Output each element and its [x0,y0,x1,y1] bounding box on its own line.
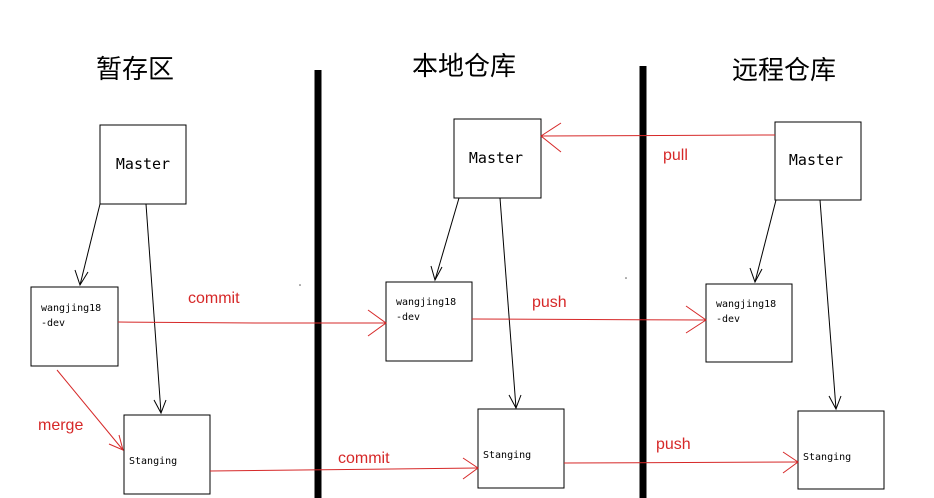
remote-master-box [774,121,862,201]
local-stanging-label: Stanging [483,450,531,461]
staging-master-to-branch-arrow [79,203,101,286]
remote-master-label: Master [789,151,843,169]
remote-stanging-label: Stanging [803,452,851,463]
staging-stanging-box [123,414,211,495]
merge-label: merge [38,417,83,434]
header-remote-repo: 远程仓库 [732,56,836,86]
push-top-label: push [532,294,567,311]
arrowhead [685,305,707,334]
arrowhead [367,309,387,337]
arrowhead [508,394,522,410]
staging-branch-box [30,286,119,367]
arrowhead [828,395,842,411]
staging-master-to-stanging-arrow [145,203,162,414]
header-staging-area: 暂存区 [96,55,174,85]
commit-top-label: commit [188,290,240,307]
arrowhead [74,269,89,287]
remote-branch-box [705,283,793,363]
arrowhead [462,457,479,480]
header-local-repo: 本地仓库 [412,52,516,82]
local-branch-label-line2: -dev [396,312,420,323]
push-bottom-label: push [656,436,691,453]
staging-column: Master wangjing18 -dev Stanging merge [30,124,211,495]
local-master-box [453,118,542,199]
local-branch-box [385,281,473,362]
pull-arrow [540,134,776,137]
local-stanging-box [477,408,565,489]
local-master-label: Master [469,149,523,167]
arrowhead [782,451,799,474]
local-master-to-branch-arrow [434,197,460,281]
staging-branch-label-line2: -dev [41,318,65,329]
arrowhead [108,434,124,451]
stray-dot [299,284,301,286]
commit-top-arrow [117,321,386,324]
arrowhead [540,122,562,153]
local-column: Master wangjing18 -dev Stanging [385,118,565,489]
commit-bottom-arrow [209,467,479,472]
remote-master-to-branch-arrow [754,199,777,283]
remote-column: Master wangjing18 -dev Stanging [705,121,885,490]
pull-label: pull [663,147,688,164]
arrowhead [430,265,443,282]
arrowhead [153,399,167,415]
stray-dot [625,277,627,279]
staging-master-label: Master [116,155,170,173]
staging-master-box [99,124,187,205]
push-top-arrow [471,318,707,321]
local-master-to-stanging-arrow [499,197,517,409]
remote-master-to-stanging-arrow [819,199,837,410]
local-branch-label-line1: wangjing18 [396,297,456,308]
merge-arrow [56,369,124,451]
commit-bottom-label: commit [338,450,390,467]
remote-branch-label-line2: -dev [716,314,740,325]
staging-stanging-label: Stanging [129,456,177,467]
push-bottom-arrow [563,461,799,464]
arrowhead [749,267,763,284]
staging-branch-label-line1: wangjing18 [41,303,101,314]
remote-branch-label-line1: wangjing18 [716,299,776,310]
remote-stanging-box [797,410,885,490]
